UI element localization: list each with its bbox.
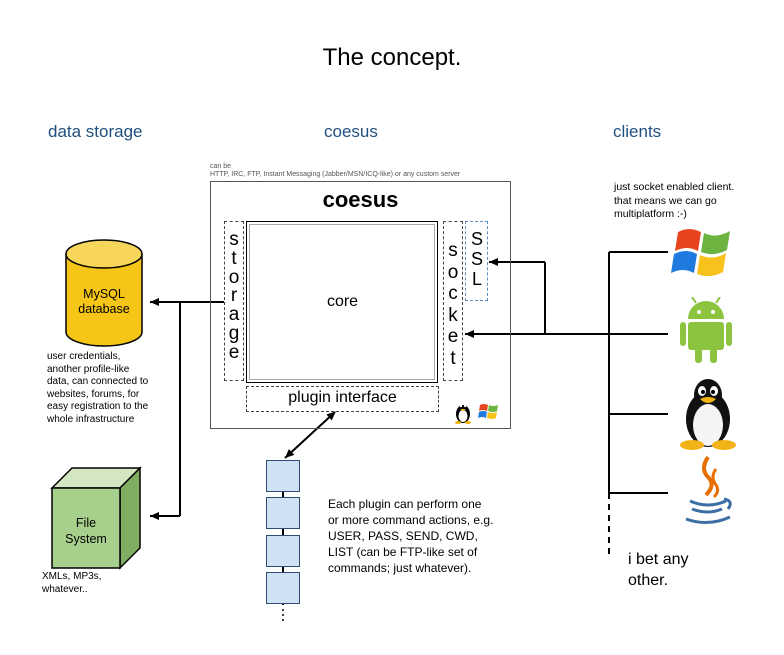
mysql-database-cylinder (65, 239, 143, 347)
heading-coesus: coesus (324, 122, 378, 141)
java-logo-icon (685, 455, 732, 524)
plugin-double-arrow (284, 411, 336, 459)
plugin-block (266, 497, 300, 529)
android-logo-icon (680, 297, 732, 363)
linux-tux-icon (680, 379, 736, 450)
plugin-ellipsis (282, 609, 284, 621)
filesystem-cube (50, 466, 142, 570)
heading-clients: clients (613, 122, 662, 141)
server-note-line1: can be (210, 163, 232, 170)
heading-data-storage: data storage (48, 122, 143, 141)
socket-box (443, 221, 463, 381)
plugin-block (266, 460, 300, 492)
ssl-box (465, 221, 488, 301)
storage-box (224, 221, 244, 381)
plugin-block (266, 572, 300, 604)
diagram-title: The concept. (322, 44, 462, 71)
clients-note: just socket enabled client.that means we… (614, 181, 735, 220)
small-tux-icon (455, 404, 471, 424)
filesystem-note: XMLs, MP3s,whatever.. (42, 571, 102, 595)
plugin-block (266, 535, 300, 567)
coesus-box (210, 181, 511, 429)
small-windows-icon (478, 404, 498, 419)
core-label: core (326, 293, 359, 310)
core-box (246, 221, 438, 383)
windows-logo-icon (671, 229, 730, 277)
server-note-line2: HTTP, IRC, FTP, Instant Messaging (Jabbe… (210, 171, 461, 178)
plugin-interface-label: plugin interface (288, 389, 397, 406)
plugin-interface-box (246, 386, 439, 412)
coesus-box-title: coesus (322, 187, 399, 212)
